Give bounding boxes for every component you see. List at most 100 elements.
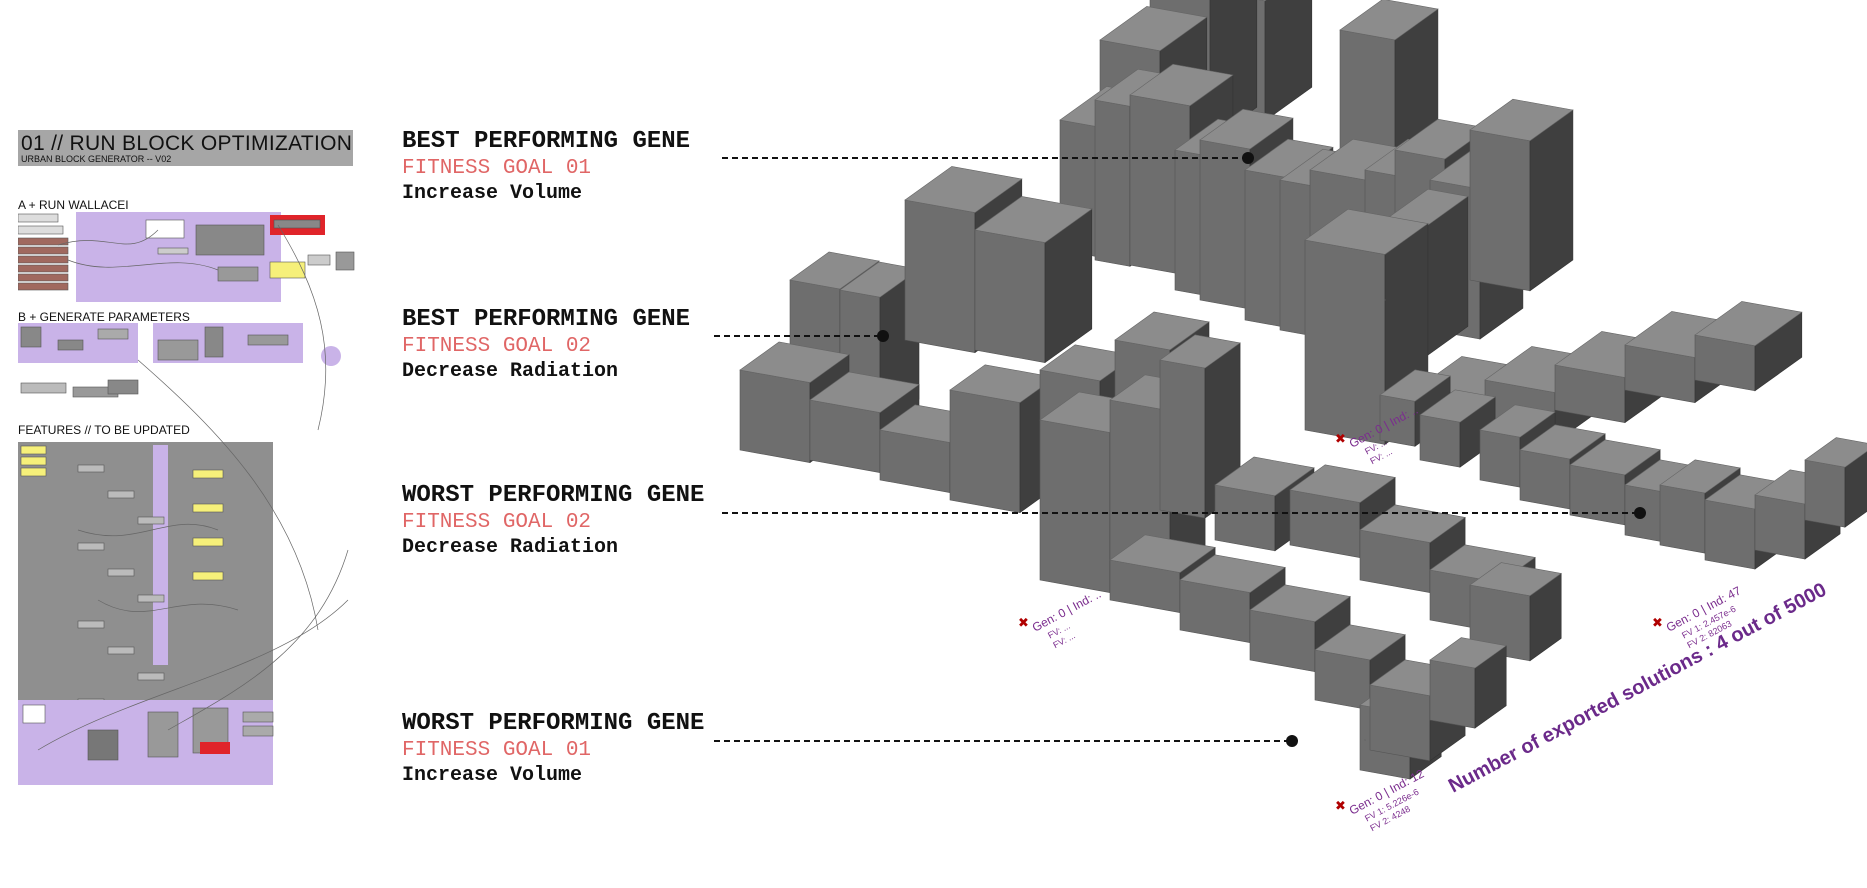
block-top-face (904, 166, 1023, 213)
gh-yellow-panel (192, 537, 224, 547)
block-top-face (1519, 424, 1606, 460)
building-block (1289, 464, 1396, 559)
gh-component (20, 382, 67, 394)
gh-wire (167, 549, 349, 731)
leader-line (722, 152, 1254, 164)
annotation-best-goal-02: BEST PERFORMING GENE FITNESS GOAL 02 Dec… (402, 306, 690, 385)
solution-left-cluster (739, 166, 1241, 594)
block-front-face (1479, 429, 1521, 488)
annotation-heading: WORST PERFORMING GENE (402, 482, 705, 509)
annotation-worst-goal-01: WORST PERFORMING GENE FITNESS GOAL 01 In… (402, 710, 704, 789)
gh-component (157, 247, 189, 255)
annotation-heading: WORST PERFORMING GENE (402, 710, 705, 737)
block-top-face (1419, 389, 1496, 423)
block-top-face (1214, 456, 1315, 497)
block-front-face (1199, 139, 1251, 310)
block-top-face (1339, 0, 1439, 41)
block-top-face (974, 196, 1093, 243)
gh-yellow-panel (192, 571, 224, 581)
gh-component (97, 328, 129, 340)
gh-yellow-panel (20, 467, 47, 477)
block-top-face (1244, 138, 1334, 179)
origin-x-icon: ✖ (1652, 615, 1663, 630)
block-front-face (1804, 459, 1846, 528)
block-front-face (1704, 499, 1756, 570)
gh-yellow-panel (20, 456, 47, 466)
gh-component (107, 646, 135, 655)
block-front-face (1569, 464, 1626, 526)
block-top-face (1199, 108, 1294, 150)
leader-dot (1286, 735, 1298, 747)
annotation-heading: BEST PERFORMING GENE (402, 128, 691, 155)
block-top-face (739, 341, 850, 383)
panel-title-box: 01 // RUN BLOCK OPTIMIZATION URBAN BLOCK… (18, 130, 353, 166)
gh-component (335, 251, 355, 271)
block-top-face (789, 251, 880, 290)
solution-bottom-cluster (1109, 456, 1562, 780)
building-block (1469, 98, 1574, 292)
origin-x-icon: ✖ (1335, 798, 1346, 813)
block-top-face (1429, 637, 1507, 669)
origin-x-icon: ✖ (1335, 431, 1346, 446)
gh-slider (18, 237, 69, 246)
gh-slider (18, 264, 69, 273)
gh-red-panel (200, 742, 230, 754)
gh-wire (37, 599, 349, 751)
building-block (1429, 637, 1507, 729)
solution-marker: ✖Gen: 0 | Ind: ..FV: ...FV: ... (1018, 587, 1104, 651)
section-run-wallacei-label: A + RUN WALLACEI (18, 198, 129, 212)
block-front-face (949, 389, 1021, 513)
block-top-face (1314, 624, 1406, 661)
block-front-face (974, 229, 1046, 363)
solution-label: Gen: 0 | Ind: ..FV: ...FV: ... (1030, 587, 1104, 651)
building-block (974, 196, 1093, 364)
block-front-face (1339, 29, 1396, 161)
annotation-description: Increase Volume (402, 182, 583, 205)
gh-component (57, 339, 84, 351)
gh-slider (18, 246, 69, 255)
block-front-face (1419, 414, 1461, 468)
gh-component (217, 266, 259, 282)
gh-component (195, 224, 265, 256)
block-top-face (1804, 437, 1867, 468)
gh-component (307, 254, 331, 266)
annotation-description: Increase Volume (402, 764, 583, 787)
gh-component (87, 729, 119, 761)
building-block (949, 364, 1056, 514)
gh-relay (321, 346, 341, 366)
block-top-face (1469, 562, 1562, 597)
annotation-goal: FITNESS GOAL 02 (402, 335, 592, 358)
block-top-face (1479, 404, 1556, 438)
gh-component (107, 568, 135, 577)
gh-component (242, 725, 274, 737)
annotation-description: Decrease Radiation (402, 536, 619, 559)
gh-component (18, 225, 64, 235)
leader-dot (1634, 507, 1646, 519)
building-block (1694, 301, 1803, 392)
leader-line (714, 735, 1298, 747)
gh-wire (67, 259, 219, 271)
gh-component (247, 334, 289, 346)
block-front-face (739, 369, 811, 463)
gh-component (20, 326, 42, 348)
gh-wire (77, 523, 219, 537)
gh-yellow-panel (20, 445, 47, 455)
annotation-worst-goal-02: WORST PERFORMING GENE FITNESS GOAL 02 De… (402, 482, 704, 561)
gh-wire (137, 359, 319, 631)
gh-component (77, 620, 105, 629)
gh-component (204, 326, 224, 358)
gh-yellow-panel (269, 261, 306, 279)
gh-wire (57, 229, 159, 246)
block-front-face (1519, 449, 1571, 510)
gh-yellow-panel (192, 469, 224, 479)
annotation-goal: FITNESS GOAL 01 (402, 157, 592, 180)
block-front-face (1214, 484, 1276, 552)
gh-component (137, 594, 165, 603)
gh-component (22, 704, 46, 724)
block-top-face (1304, 208, 1429, 255)
section-features-label: FEATURES // TO BE UPDATED (18, 423, 190, 437)
block-top-face (1694, 301, 1803, 347)
block-top-face (1258, 0, 1267, 2)
